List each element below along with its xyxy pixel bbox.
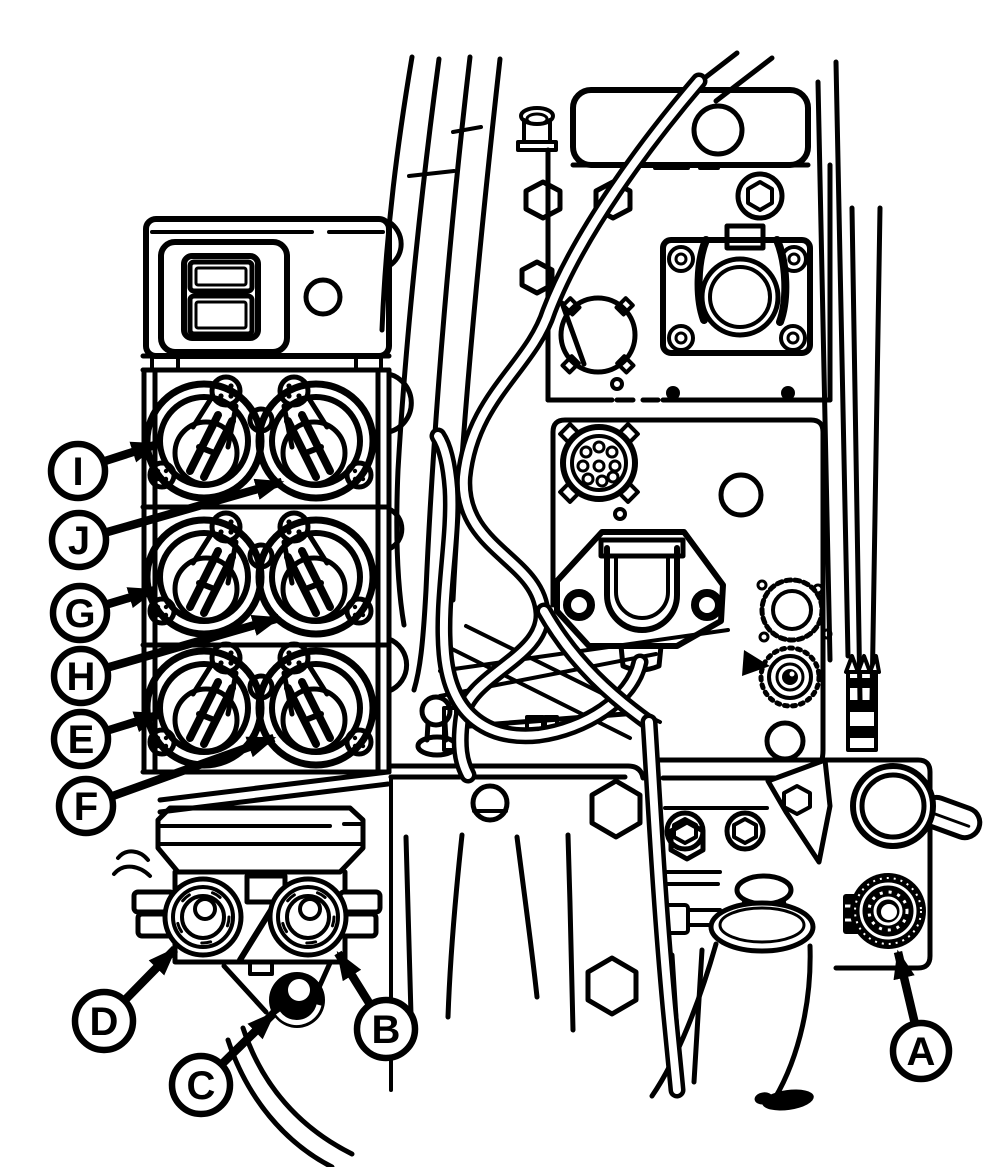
- callout-i-arrow: [100, 439, 161, 467]
- callout-g-letter: G: [64, 592, 95, 636]
- connector-socket: [181, 253, 261, 341]
- callout-a-arrow: [893, 949, 920, 1025]
- ratchet-strip: [844, 654, 881, 752]
- callout-c-arrow: [219, 1009, 277, 1068]
- hex-bolt: [585, 955, 639, 1017]
- scv-row-2: [147, 513, 373, 634]
- lever-port: [850, 763, 983, 849]
- callout-h-arrow: [104, 613, 282, 673]
- scv-top-cover: [140, 216, 392, 373]
- callout-a: A: [889, 949, 953, 1083]
- hex-bolt: [589, 778, 643, 840]
- callout-e: E: [50, 708, 164, 770]
- callout-e-arrow: [104, 709, 164, 736]
- coupler-manifold: [112, 849, 383, 1015]
- callout-c-letter: C: [187, 1064, 216, 1108]
- bolt-side-view: [754, 1089, 814, 1111]
- callout-b-letter: B: [372, 1008, 401, 1052]
- drain-fitting: [269, 972, 325, 1028]
- panel-hole: [718, 472, 764, 518]
- callout-h: H: [50, 613, 282, 707]
- scv-row-1: [147, 377, 373, 498]
- callout-e-letter: E: [68, 718, 95, 762]
- callout-f-arrow: [108, 734, 277, 801]
- callout-j-letter: J: [68, 519, 90, 563]
- machine-upper-right: [516, 50, 833, 403]
- callout-f: F: [55, 734, 277, 837]
- receptacle-plate: [554, 529, 726, 673]
- callout-i-letter: I: [72, 450, 83, 494]
- mount-peg: [415, 694, 459, 758]
- quick-coupler-left: [162, 876, 244, 958]
- callout-c: C: [168, 1009, 277, 1118]
- adjuster-knob: [742, 645, 822, 709]
- side-bolt: [516, 106, 558, 152]
- machine-mid-panel: [550, 417, 833, 781]
- hex-bolt: [668, 819, 706, 862]
- callout-i: I: [47, 439, 161, 502]
- scv-valve-stack: [112, 216, 414, 1167]
- plunger-canister: [649, 873, 816, 1109]
- hydraulic-hoses: [429, 72, 708, 1099]
- bracket-lower-right: [657, 757, 983, 971]
- hex-bolts-band: [519, 171, 785, 296]
- multipin-connector: [558, 422, 640, 521]
- callout-f-letter: F: [74, 785, 98, 829]
- callout-g-arrow: [103, 585, 158, 610]
- callout-g: G: [49, 582, 158, 644]
- callout-b-arrow: [334, 950, 375, 1009]
- callout-j-arrow: [102, 477, 285, 538]
- reservoir-body: [225, 1025, 355, 1167]
- callout-a-letter: A: [907, 1030, 936, 1074]
- callout-h-letter: H: [67, 655, 96, 699]
- pto-plate: [660, 223, 813, 356]
- cover-hole: [303, 277, 343, 317]
- funnel-prongs: [403, 832, 705, 1085]
- callout-d-letter: D: [90, 1000, 119, 1044]
- panel-hole-lower: [764, 720, 806, 762]
- scv-base-bracket: [155, 769, 391, 875]
- callout-d-arrow: [120, 946, 179, 1004]
- callout-b: B: [334, 950, 419, 1062]
- plug-hole: [470, 783, 510, 823]
- callout-j: J: [48, 477, 285, 571]
- quick-coupler-right: [267, 876, 349, 958]
- cloverleaf-opening: [558, 295, 638, 391]
- dial: [756, 577, 833, 643]
- knob-a: [843, 873, 926, 949]
- housing-hole: [691, 103, 745, 157]
- frame-posts: [815, 59, 883, 752]
- callout-d: D: [71, 946, 179, 1054]
